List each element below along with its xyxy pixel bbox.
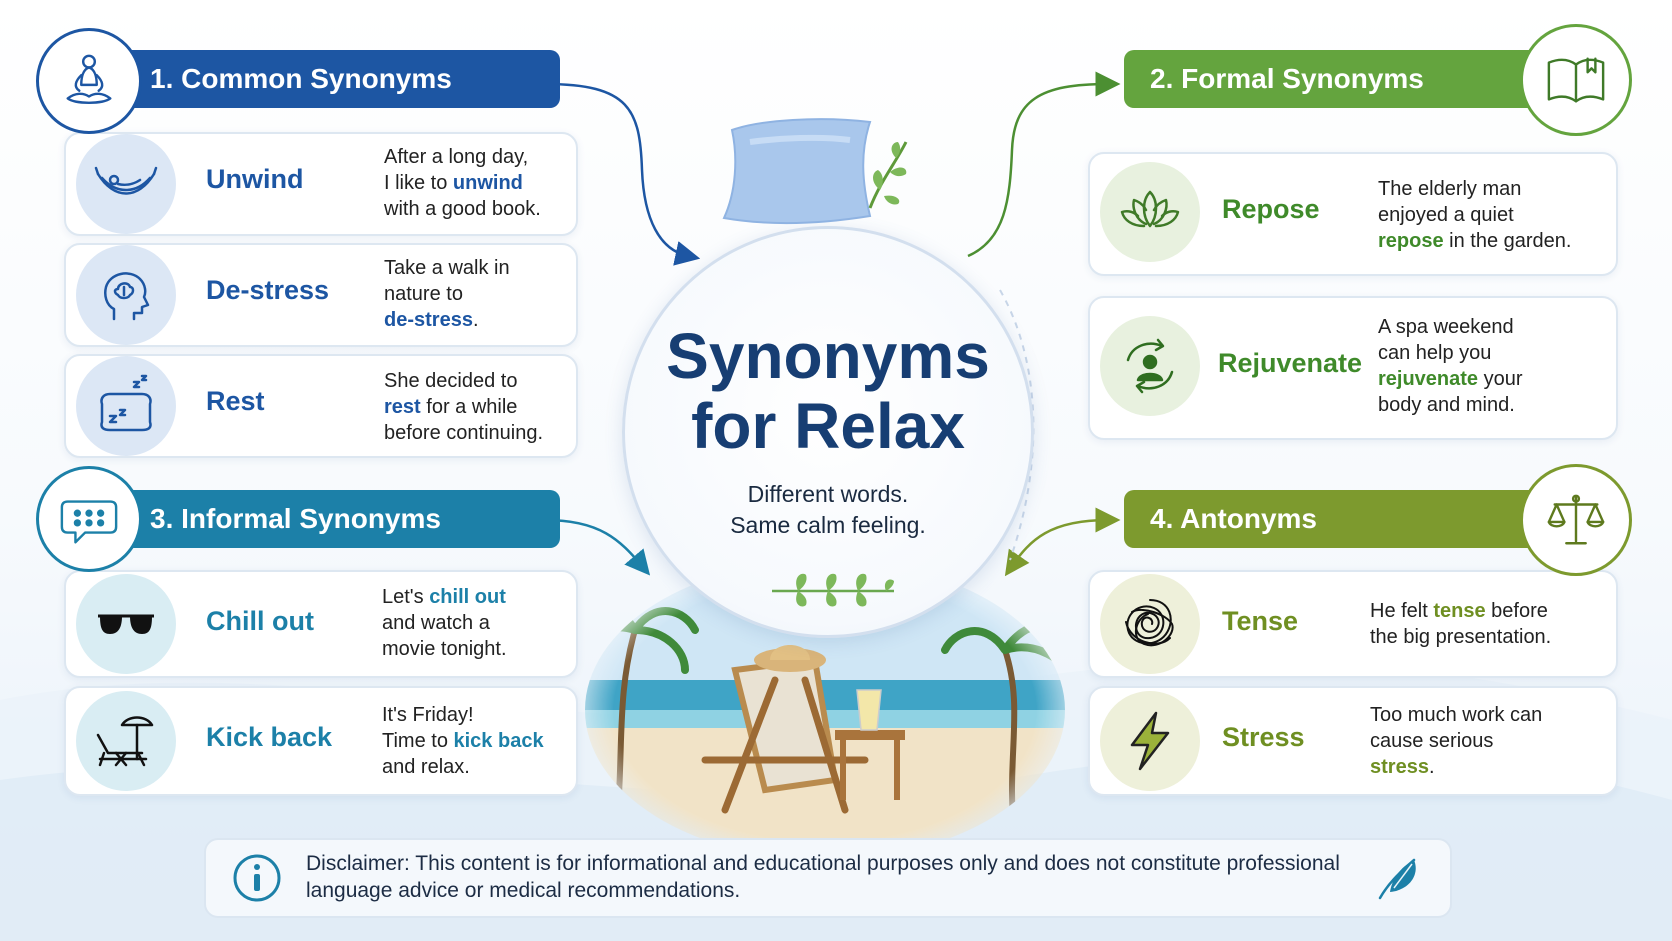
sleeping-pillow-icon xyxy=(76,356,176,456)
card-word: Repose xyxy=(1222,194,1320,224)
card-de-stress: De-stress Take a walk in nature to de-st… xyxy=(64,243,578,347)
example-sentence: After a long day, I like to unwind with … xyxy=(384,146,541,220)
pillow-illustration xyxy=(722,118,908,225)
section-header-label: 1. Common Synonyms xyxy=(150,63,452,94)
page-title: Synonyms xyxy=(666,320,990,392)
disclaimer-text: Disclaimer: This content is for informat… xyxy=(306,852,1340,902)
card-stress: Stress Too much work can cause serious s… xyxy=(1088,686,1618,796)
card-word: Unwind xyxy=(206,164,304,194)
center-title-circle: Synonyms for Relax Different words. Same… xyxy=(622,226,1034,638)
section-header-label: 3. Informal Synonyms xyxy=(150,503,441,534)
card-unwind: Unwind After a long day, I like to unwin… xyxy=(64,132,578,236)
formal-synonyms-header: 2. Formal Synonyms xyxy=(1124,50,1556,108)
card-rejuvenate: Rejuvenate A spa weekend can help you re… xyxy=(1088,296,1618,440)
beach-chair-icon xyxy=(76,691,176,791)
common-synonyms-header: 1. Common Synonyms xyxy=(118,50,560,108)
person-cycle-icon xyxy=(1100,316,1200,416)
informal-synonyms-header: 3. Informal Synonyms xyxy=(118,490,560,548)
example-sentence: It's Friday! Time to kick back and relax… xyxy=(382,704,544,778)
example-sentence: Too much work can cause serious stress. xyxy=(1370,704,1543,778)
leaf-icon xyxy=(1378,858,1416,900)
card-repose: Repose The elderly man enjoyed a quiet r… xyxy=(1088,152,1618,276)
section-header-label: 2. Formal Synonyms xyxy=(1150,63,1424,94)
head-brain-icon xyxy=(76,245,176,345)
lightning-icon xyxy=(1100,691,1200,791)
leaves-decoration xyxy=(772,573,894,607)
page-subtitle-line2: Same calm feeling. xyxy=(730,512,926,538)
sunglasses-icon xyxy=(76,574,176,674)
card-word: Stress xyxy=(1222,722,1305,752)
info-icon xyxy=(233,854,281,902)
hammock-icon xyxy=(76,134,176,234)
chat-bubble-icon xyxy=(36,466,142,572)
card-word: Rest xyxy=(206,386,265,416)
scales-icon xyxy=(1520,464,1632,576)
card-tense: Tense He felt tense before the big prese… xyxy=(1088,570,1618,678)
example-sentence: He felt tense before the big presentatio… xyxy=(1370,600,1552,648)
section-header-label: 4. Antonyms xyxy=(1150,503,1317,534)
page-subtitle: Different words. xyxy=(747,481,909,507)
card-rest: Rest She decided to rest for a while bef… xyxy=(64,354,578,458)
card-word: Tense xyxy=(1222,606,1299,636)
disclaimer-box: Disclaimer: This content is for informat… xyxy=(204,838,1452,918)
example-sentence: Take a walk in nature to de-stress. xyxy=(384,257,510,331)
card-word: De-stress xyxy=(206,275,330,305)
card-chill-out: Chill out Let's chill out and watch a mo… xyxy=(64,570,578,678)
card-kick-back: Kick back It's Friday! Time to kick back… xyxy=(64,686,578,796)
example-sentence: She decided to rest for a while before c… xyxy=(384,370,544,444)
lotus-icon xyxy=(1100,162,1200,262)
page-title-line2: for Relax xyxy=(691,390,965,462)
card-word: Chill out xyxy=(206,606,314,636)
example-sentence: A spa weekend can help you rejuvenate yo… xyxy=(1378,316,1523,416)
example-sentence: The elderly man enjoyed a quiet repose i… xyxy=(1378,178,1572,252)
open-book-icon xyxy=(1520,24,1632,136)
meditation-icon xyxy=(36,28,142,134)
card-word: Kick back xyxy=(206,722,333,752)
tangle-icon xyxy=(1100,574,1200,674)
card-word: Rejuvenate xyxy=(1218,348,1363,378)
example-sentence: Let's chill out and watch a movie tonigh… xyxy=(382,586,507,660)
antonyms-header: 4. Antonyms xyxy=(1124,490,1556,548)
